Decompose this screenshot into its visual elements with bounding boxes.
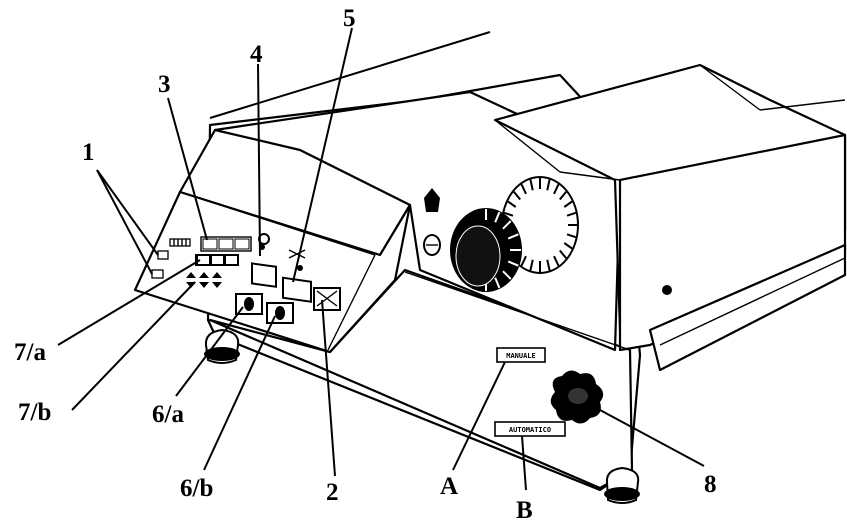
button-4 bbox=[251, 262, 277, 288]
dial-tick bbox=[553, 255, 560, 267]
panel-edge-2 bbox=[327, 254, 376, 351]
display-digit bbox=[212, 256, 223, 264]
dial-tick bbox=[559, 191, 567, 201]
knob-ridge bbox=[502, 220, 512, 230]
leader-7b bbox=[71, 281, 196, 411]
display-cell bbox=[234, 238, 250, 250]
callout-1: 1 bbox=[82, 139, 95, 166]
button-2-symbol bbox=[316, 290, 338, 307]
dial-tick bbox=[546, 259, 551, 271]
display-digit bbox=[226, 256, 237, 264]
callout-B: B bbox=[516, 497, 533, 521]
callout-A: A bbox=[440, 473, 458, 500]
dial-ticks bbox=[503, 178, 577, 272]
display-digit bbox=[198, 256, 209, 264]
dial-tick bbox=[563, 242, 573, 250]
leader-8 bbox=[599, 409, 705, 467]
arrow-keys-down bbox=[186, 282, 222, 288]
button-5 bbox=[282, 276, 312, 303]
panel-edge bbox=[179, 191, 376, 256]
leader-A bbox=[452, 361, 506, 471]
leader-6a bbox=[175, 306, 244, 397]
callout-3: 3 bbox=[158, 71, 171, 98]
housing-rail bbox=[648, 243, 847, 372]
leader-4 bbox=[257, 63, 261, 257]
dial-tick bbox=[513, 191, 521, 201]
knob-ridge bbox=[507, 233, 519, 240]
callout-6a: 6/a bbox=[152, 401, 184, 428]
dial-tick bbox=[566, 233, 577, 239]
dial-tick bbox=[529, 179, 534, 191]
knob-ridge bbox=[502, 270, 512, 280]
foot-right-pad bbox=[604, 487, 640, 501]
base-split-line bbox=[404, 271, 631, 351]
dial-tick bbox=[546, 179, 551, 191]
button-5-symbol bbox=[288, 249, 306, 259]
knob-ridge bbox=[494, 211, 501, 223]
leader-6b bbox=[203, 315, 276, 471]
dial-tick bbox=[520, 255, 527, 267]
led-bar bbox=[169, 238, 191, 247]
led-5 bbox=[297, 265, 303, 271]
dial-tick bbox=[553, 183, 560, 195]
knob-ridge bbox=[494, 277, 501, 289]
indicator-lamp bbox=[424, 188, 440, 212]
rail-line bbox=[659, 257, 846, 346]
plate-automatic-text: AUTOMATICO bbox=[509, 426, 551, 434]
leader-1a bbox=[96, 169, 159, 256]
dial-tick bbox=[507, 200, 517, 208]
screw-dot bbox=[662, 285, 672, 295]
foot-left-pad bbox=[204, 347, 240, 361]
housing-ridge bbox=[699, 64, 761, 111]
callout-6b: 6/b bbox=[180, 475, 213, 502]
leader-1b bbox=[96, 169, 153, 275]
leader-B bbox=[521, 435, 527, 491]
button-6a-symbol bbox=[244, 297, 254, 311]
leader-2 bbox=[321, 299, 336, 477]
callout-8: 8 bbox=[704, 471, 717, 498]
display-cell bbox=[218, 238, 234, 250]
callout-5: 5 bbox=[343, 5, 356, 32]
callout-2: 2 bbox=[326, 479, 339, 506]
display-cell bbox=[202, 238, 218, 250]
knob-ridge bbox=[507, 260, 519, 267]
dial-tick bbox=[559, 249, 567, 259]
dial-tick bbox=[520, 183, 527, 195]
leader-5 bbox=[292, 27, 353, 283]
dial-tick bbox=[566, 211, 577, 217]
plate-manual-text: MANUALE bbox=[506, 352, 536, 360]
knob-face bbox=[455, 225, 501, 287]
housing-edge bbox=[494, 119, 561, 173]
callout-7a: 7/a bbox=[14, 339, 46, 366]
plate-automatic bbox=[494, 421, 566, 437]
dial-tick bbox=[503, 211, 514, 217]
arrow-keys-up bbox=[186, 272, 222, 278]
rod-line bbox=[209, 31, 491, 119]
callout-7b: 7/b bbox=[18, 399, 51, 426]
button-6b-symbol bbox=[275, 306, 285, 320]
housing-edge-2 bbox=[559, 171, 621, 181]
dial-tick bbox=[563, 200, 573, 208]
indicator-lower bbox=[151, 269, 164, 279]
leader-7a bbox=[57, 259, 201, 346]
knob-ridges bbox=[485, 209, 521, 291]
star-knob-center bbox=[568, 388, 588, 404]
indicator-upper bbox=[157, 250, 169, 260]
plate-manual bbox=[496, 347, 546, 363]
dial-tick bbox=[529, 259, 534, 271]
callout-4: 4 bbox=[250, 41, 263, 68]
leader-3 bbox=[167, 97, 208, 241]
housing-ridge-2 bbox=[759, 99, 846, 111]
